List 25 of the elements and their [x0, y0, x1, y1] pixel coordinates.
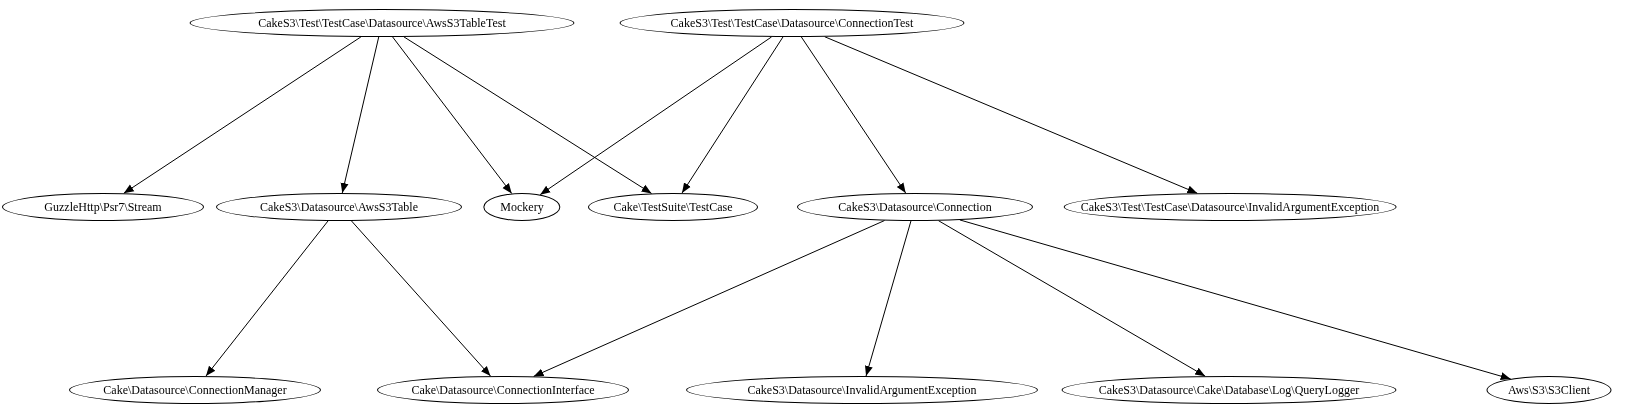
arrow: [340, 36, 380, 194]
arrow: [123, 36, 362, 194]
ellipse-node: CakeS3\Test\TestCase\Datasource\AwsS3TableTest: [189, 9, 575, 37]
arrow: [824, 36, 1198, 194]
ellipse-node: CakeS3\Datasource\Connection: [797, 193, 1033, 221]
arrow: [938, 220, 1206, 377]
ellipse-node: CakeS3\Test\TestCase\Datasource\InvalidArgumentException: [1063, 193, 1397, 221]
ellipse-node: Cake\TestSuite\TestCase: [588, 193, 758, 221]
ellipse-node: Aws\S3\S3Client: [1486, 376, 1612, 404]
arrow: [205, 220, 329, 377]
arrow: [392, 36, 513, 194]
ellipse-node: CakeS3\Test\TestCase\Datasource\ConnectionTest: [619, 9, 965, 37]
arrow: [539, 36, 773, 196]
arrow: [403, 36, 653, 194]
arrow: [681, 36, 784, 194]
ellipse-node: CakeS3\Datasource\InvalidArgumentException: [686, 376, 1038, 404]
ellipse-node: CakeS3\Datasource\Cake\Database\Log\QueryLogger: [1061, 376, 1397, 404]
ellipse-node: GuzzleHttp\Psr7\Stream: [2, 193, 204, 221]
ellipse-node: Cake\Datasource\ConnectionInterface: [377, 376, 629, 404]
ellipse-node: CakeS3\Datasource\AwsS3Table: [216, 193, 462, 221]
ellipse-node: Mockery: [483, 193, 561, 221]
arrow: [865, 220, 912, 377]
arrow: [800, 36, 907, 194]
arrow: [351, 220, 491, 377]
ellipse-node: Cake\Datasource\ConnectionManager: [69, 376, 321, 404]
